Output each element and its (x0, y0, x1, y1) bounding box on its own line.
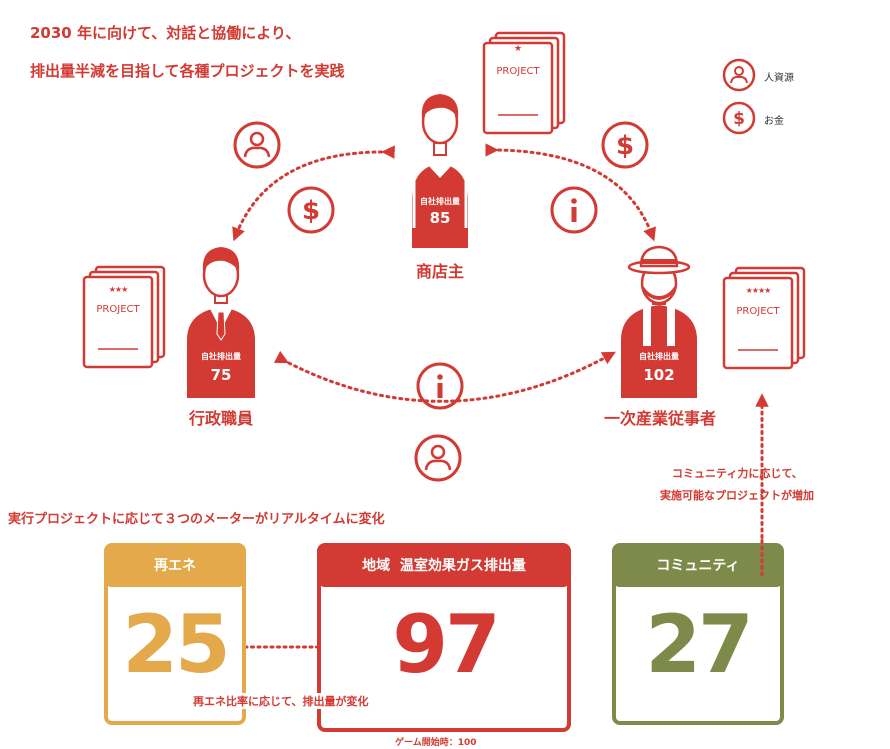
arrow-official-farmer (273, 350, 616, 403)
farmer-emission-value: 102 (643, 366, 675, 384)
official-emission-value: 75 (210, 366, 232, 384)
svg-text:$: $ (616, 131, 634, 161)
project-stars-farmer: ★★★★ (745, 286, 772, 295)
farmer-figure (621, 245, 697, 398)
game-start-note: ゲーム開始時：100 (395, 738, 477, 748)
dollar-icon: $ (601, 121, 649, 169)
official-label: 行政職員 (188, 409, 253, 428)
meter-emission-value: 97 (392, 598, 500, 691)
shop-owner-figure (412, 94, 468, 248)
project-stack-shop (482, 31, 566, 135)
shop-owner-label: 商店主 (415, 262, 464, 281)
farmer-label: 一次産業従事者 (603, 409, 716, 428)
meter-community-title: コミュニティ (656, 558, 740, 574)
arrow-shop-farmer (485, 143, 656, 242)
meter-card-emission-frame (317, 543, 571, 732)
meter-community-value: 27 (645, 598, 753, 691)
meter-renewable-title: 再エネ (154, 558, 196, 574)
person-icon (233, 121, 281, 169)
project-stars-shop: ★ (513, 44, 523, 54)
svg-text:$: $ (733, 109, 745, 129)
info-icon (550, 186, 598, 234)
project-label-farmer: PROJECT (736, 306, 780, 317)
arrow-shop-official (232, 145, 395, 242)
person-icon (414, 434, 462, 482)
renewable-note: 再エネ比率に応じて、排出量が変化 (190, 693, 372, 709)
project-label-shop: PROJECT (496, 66, 540, 77)
headline-line-1: 2030 年に向けて、対話と協働により、 (30, 24, 301, 42)
dollar-icon: $ (722, 101, 756, 135)
community-note-line-2: 実施可能なプロジェクトが増加 (660, 489, 814, 502)
farmer-emission-label: 自社排出量 (639, 352, 679, 361)
shop-emission-label: 自社排出量 (420, 197, 460, 206)
project-stars-official: ★★★ (108, 285, 129, 294)
person-icon (722, 58, 756, 92)
shop-emission-value: 85 (429, 209, 451, 227)
community-note-line-1: コミュニティ力に応じて、 (672, 467, 803, 480)
meter-renewable-value: 25 (122, 598, 230, 691)
legend-money-label: お金 (764, 116, 784, 127)
official-emission-label: 自社排出量 (201, 352, 241, 361)
meters-caption: 実行プロジェクトに応じて３つのメーターがリアルタイムに変化 (8, 512, 385, 527)
dollar-icon: $ (287, 186, 335, 234)
meter-card-renewable-frame (104, 543, 246, 725)
headline-line-2: 排出量半減を目指して各種プロジェクトを実践 (30, 62, 345, 80)
info-icon (416, 362, 464, 410)
svg-text:$: $ (302, 196, 320, 226)
meter-emission-title: 地域 温室効果ガス排出量 (362, 558, 526, 574)
project-stack-official (82, 265, 166, 369)
official-figure (187, 247, 255, 398)
meter-card-community-frame (612, 543, 784, 725)
project-label-official: PROJECT (96, 304, 140, 315)
project-stack-farmer (722, 266, 806, 370)
legend-person-label: 人資源 (764, 73, 794, 84)
